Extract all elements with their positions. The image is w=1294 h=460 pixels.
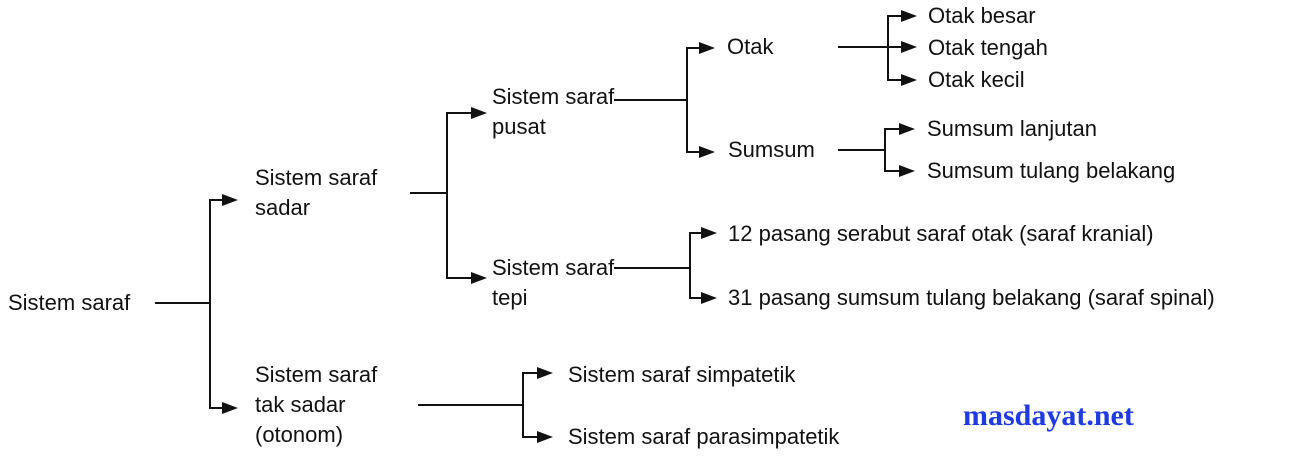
node-otak-tengah: Otak tengah	[928, 35, 1048, 60]
node-sistem-saraf-sadar: Sistem saraf sadar	[255, 165, 378, 220]
node-sistem-saraf-pusat: Sistem saraf pusat	[492, 84, 615, 139]
node-sistem-saraf: Sistem saraf	[8, 290, 131, 315]
node-saraf-spinal: 31 pasang sumsum tulang belakang (saraf …	[728, 285, 1215, 310]
node-saraf-kranial: 12 pasang serabut saraf otak (saraf kran…	[728, 221, 1154, 246]
node-sistem-saraf-simpatetik: Sistem saraf simpatetik	[568, 362, 796, 387]
node-otak-kecil: Otak kecil	[928, 67, 1025, 92]
node-sistem-saraf-tepi: Sistem saraf tepi	[492, 255, 615, 310]
watermark-text: masdayat.net	[963, 399, 1134, 432]
node-sumsum-lanjutan: Sumsum lanjutan	[927, 116, 1097, 141]
node-otak: Otak	[727, 34, 774, 59]
node-sistem-saraf-tak-sadar-otonom: Sistem saraf tak sadar (otonom)	[255, 362, 378, 447]
node-otak-besar: Otak besar	[928, 3, 1036, 28]
node-sistem-saraf-parasimpatetik: Sistem saraf parasimpatetik	[568, 424, 840, 449]
node-sumsum-tulang-belakang: Sumsum tulang belakang	[927, 158, 1176, 183]
node-sumsum: Sumsum	[728, 137, 815, 162]
